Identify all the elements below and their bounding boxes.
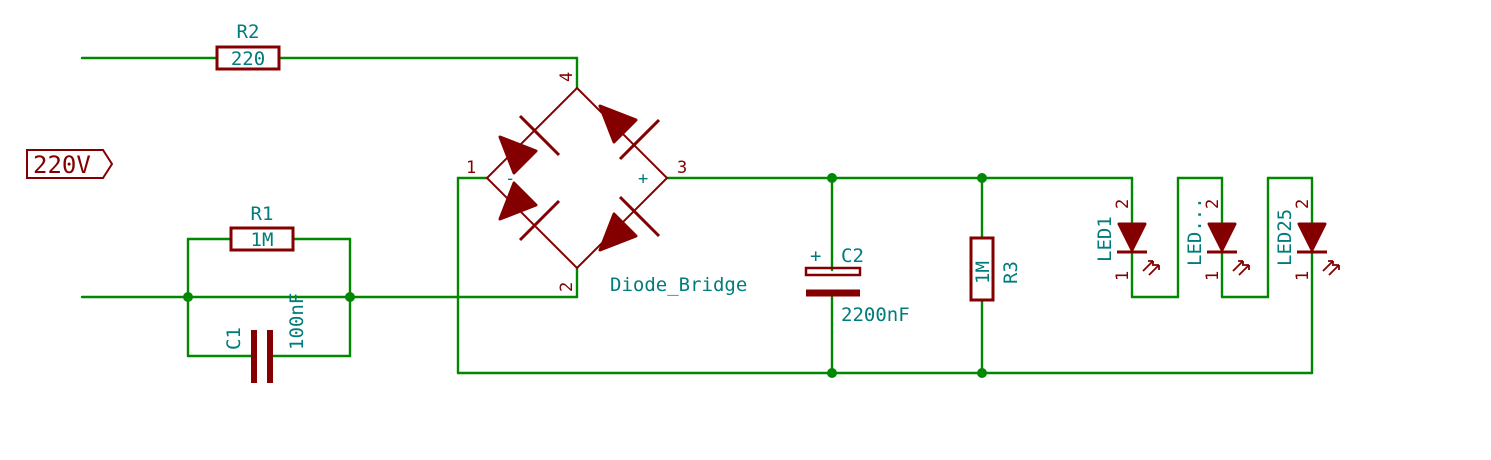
capacitor-c2-value: 2200nF [841, 304, 910, 326]
led-symbol [1207, 222, 1237, 252]
diode-symbol [498, 181, 538, 221]
junctions [183, 173, 987, 378]
led-light-arrows [1142, 260, 1160, 276]
led-light-arrows [1232, 260, 1250, 276]
capacitor-c2-polarity: + [810, 245, 821, 267]
diode-bar [618, 195, 661, 238]
capacitor-c1-value: 100nF [286, 293, 308, 350]
diode-symbol [598, 212, 638, 252]
junction-dot [345, 292, 355, 302]
diode-symbol [598, 104, 638, 144]
resistor-r1-ref: R1 [251, 203, 274, 225]
resistor-r2-body [215, 45, 281, 71]
diode-bridge: 4 2 1 3 - + Diode_Bridge [466, 72, 747, 296]
resistor-r1-body [229, 226, 295, 252]
led-pin-cathode: 1 [1203, 271, 1223, 281]
led-symbol [1117, 222, 1147, 252]
capacitor-c2-positive-plate [804, 266, 862, 277]
diode-symbol [498, 135, 538, 175]
junction-dot [977, 173, 987, 183]
bridge-pin-1: 1 [466, 158, 476, 178]
resistor-r3-value: 1M [972, 261, 994, 284]
led-led-ellipsis: LED... 2 1 [1184, 197, 1250, 281]
bridge-pin-3: 3 [677, 158, 687, 178]
capacitor-c2-ref: C2 [841, 245, 864, 267]
resistor-r2: R2 220 [215, 21, 281, 71]
led-led1: LED1 2 1 [1094, 199, 1160, 281]
led-ref: LED1 [1094, 216, 1116, 262]
power-flag-220v: 220V [26, 149, 114, 179]
bridge-pin-4: 4 [557, 72, 577, 82]
junction-dot [977, 368, 987, 378]
led-pin-anode: 2 [1203, 199, 1223, 209]
led-led25: LED25 2 1 [1274, 199, 1340, 281]
resistor-r1: R1 1M [229, 203, 295, 252]
resistor-r1-value: 1M [251, 229, 274, 251]
led-ref: LED25 [1274, 209, 1296, 266]
junction-dot [183, 292, 193, 302]
led-pin-cathode: 1 [1113, 271, 1133, 281]
led-pin-anode: 2 [1293, 199, 1313, 209]
power-flag-outline [26, 149, 114, 179]
led-light-arrows [1322, 260, 1340, 276]
resistor-r2-value: 220 [231, 48, 265, 70]
diode-bar [518, 199, 561, 242]
diode-bar [618, 118, 661, 161]
junction-dot [827, 368, 837, 378]
bridge-pin-2: 2 [557, 282, 577, 292]
bridge-minus-sign: - [505, 169, 515, 189]
led-ref: LED... [1184, 197, 1206, 266]
bridge-name: Diode_Bridge [610, 274, 747, 296]
bridge-plus-sign: + [638, 169, 648, 189]
capacitor-c1-ref: C1 [223, 327, 245, 350]
led-pin-cathode: 1 [1293, 271, 1313, 281]
resistor-r2-ref: R2 [237, 21, 260, 43]
resistor-r3-ref: R3 [1000, 261, 1022, 284]
resistor-r3: 1M R3 [969, 236, 1022, 302]
junction-dot [827, 173, 837, 183]
capacitor-c1: C1 100nF [223, 293, 308, 383]
power-flag-label: 220V [33, 151, 91, 179]
diode-bar [518, 114, 561, 157]
resistor-r3-body [969, 236, 995, 302]
capacitor-c2: + C2 2200nF [804, 245, 910, 326]
led-pin-anode: 2 [1113, 199, 1133, 209]
led-symbol [1297, 222, 1327, 252]
wires [80, 56, 1314, 375]
